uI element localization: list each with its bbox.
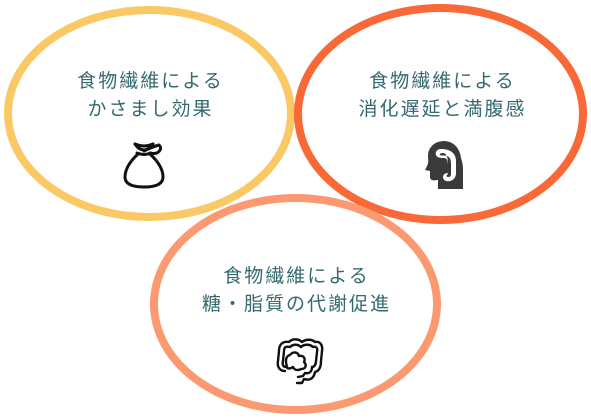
bag-icon [123,142,165,189]
metabolism-circle [150,194,441,414]
intestine-icon [276,338,324,385]
bulking-effect-label: 食物繊維による かさまし効果 [24,67,277,123]
bulking-effect-label-line1: 食物繊維による [77,70,224,92]
bulking-effect-circle [4,6,295,221]
digestion-delay-label-line2: 消化遅延と満腹感 [358,98,527,120]
digestive-tract-profile-icon [425,141,463,189]
metabolism-label-line2: 糖・脂質の代謝促進 [201,293,391,315]
digestion-delay-label-line1: 食物繊維による [369,70,516,92]
bulking-effect-label-line2: かさまし効果 [87,98,214,120]
metabolism-label-line1: 食物繊維による [223,265,370,287]
metabolism-label: 食物繊維による 糖・脂質の代謝促進 [170,262,423,318]
digestion-delay-label: 食物繊維による 消化遅延と満腹感 [316,67,569,123]
